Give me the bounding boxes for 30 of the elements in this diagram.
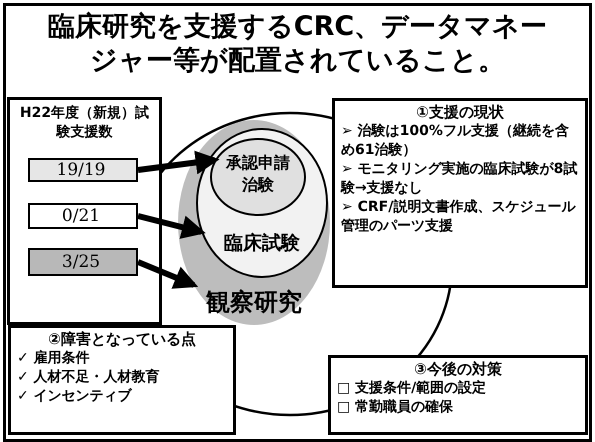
checkbox-item: □ 常勤職員の確保 [337, 398, 454, 417]
heading: ③今後の対策 [413, 360, 503, 379]
checklist-item: ✓ インセンティブ [17, 387, 133, 406]
checklist-item: ✓ 雇用条件 [17, 349, 91, 368]
heading: H22年度（新規）試験支援数 [18, 104, 150, 142]
count-box [28, 158, 138, 182]
checklist-item: ✓ 人材不足・人材教育 [17, 368, 161, 387]
circle-label: 承認申請治験 [224, 152, 291, 196]
info-box [8, 325, 236, 435]
heading: ①支援の現状 [415, 103, 505, 122]
count-label: 19/19 [56, 160, 106, 180]
bullet-item: ➢ 治験は100%フル支援（継続を含め61治験） [341, 122, 570, 160]
trial-ellipse [196, 128, 328, 278]
heading: ②障害となっている点 [47, 330, 197, 349]
count-box [28, 203, 138, 229]
title: 臨床研究を支援するCRC、データマネージャー等が配置されていること。 [46, 10, 548, 78]
arrow [136, 259, 198, 289]
count-label: 0/21 [60, 205, 102, 227]
count-box [28, 248, 138, 276]
ellipse-label: 観察研究 [204, 287, 303, 318]
info-box [328, 355, 588, 435]
checkbox-item: □ 支援条件/範囲の設定 [337, 379, 488, 398]
arrow [138, 150, 220, 174]
bullet-item: ➢ モニタリング実施の臨床試験が8試験→支援なし [341, 160, 578, 198]
info-box [332, 98, 588, 288]
ellipse-label: 臨床試験 [223, 231, 301, 256]
bullet-item: ➢ CRF/説明文書作成、スケジュール管理のパーツ支援 [341, 198, 577, 236]
count-label: 3/25 [60, 251, 102, 274]
panel-box [7, 97, 162, 325]
arrow [137, 213, 206, 239]
